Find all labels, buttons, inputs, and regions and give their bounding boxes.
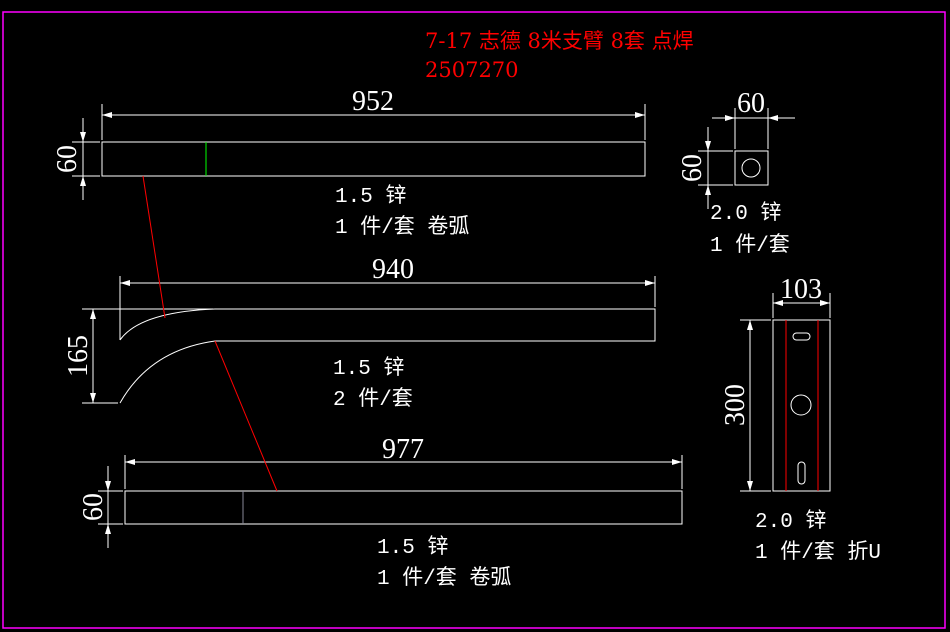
dim-height: 60 xyxy=(677,154,708,182)
dim-length: 977 xyxy=(382,434,424,465)
dim-height: 60 xyxy=(78,493,109,521)
part-curved-arm: 940 165 1.5 锌 2 件/套 xyxy=(63,254,656,412)
part-end-cap: 60 60 2.0 锌 1 件/套 xyxy=(677,88,795,258)
qty: 1 件/套 卷弧 xyxy=(335,215,469,240)
spec: 1.5 锌 xyxy=(377,535,448,560)
qty: 1 件/套 xyxy=(710,233,790,258)
qty: 1 件/套 折U xyxy=(755,540,881,565)
qty: 1 件/套 卷弧 xyxy=(377,566,511,591)
dim-width: 103 xyxy=(780,274,822,305)
leader-line xyxy=(214,340,278,492)
dim-height: 60 xyxy=(52,145,83,173)
part-bottom-bar: 977 60 1.5 锌 1 件/套 卷弧 xyxy=(78,434,683,591)
drawing-border xyxy=(2,11,946,629)
spec: 1.5 锌 xyxy=(335,184,406,209)
dim-length: 952 xyxy=(352,86,394,117)
spec: 2.0 锌 xyxy=(755,509,826,534)
qty: 2 件/套 xyxy=(333,387,413,412)
dim-width: 60 xyxy=(737,88,765,119)
dim-height: 300 xyxy=(720,384,751,426)
title-line1: 7-17 志德 8米支臂 8套 点焊 xyxy=(425,29,694,53)
part-u-bracket: 103 300 2.0 锌 1 件/套 折U xyxy=(720,274,881,565)
part-top-bar: 952 60 1.5 锌 1 件/套 卷弧 xyxy=(52,86,646,240)
spec: 1.5 锌 xyxy=(333,356,404,381)
title-line2: 2507270 xyxy=(425,58,519,82)
leader-line xyxy=(142,175,166,319)
dim-height: 165 xyxy=(63,335,94,377)
spec: 2.0 锌 xyxy=(710,201,781,226)
dim-length: 940 xyxy=(372,254,414,285)
